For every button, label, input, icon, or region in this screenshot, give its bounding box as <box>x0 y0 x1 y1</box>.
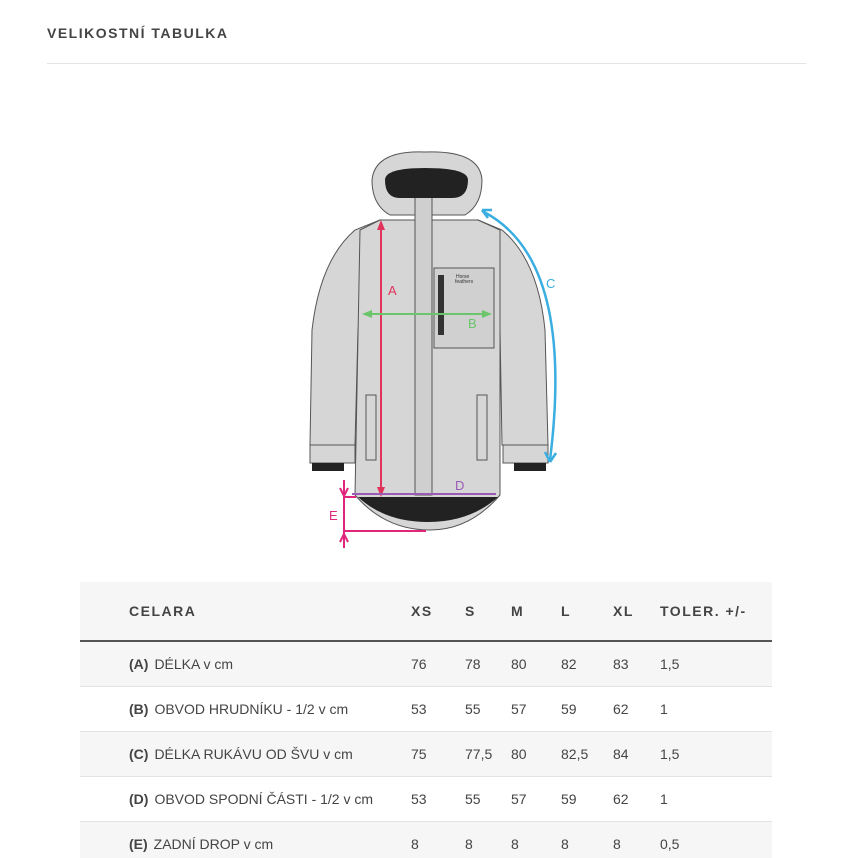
tolerance-value: 1,5 <box>659 731 772 777</box>
tolerance-value: 1 <box>659 686 772 732</box>
label-d: D <box>455 478 464 493</box>
size-value: 8 <box>410 821 464 858</box>
row-letter: (D) <box>129 791 149 807</box>
size-table: CELARA XS S M L XL TOLER. +/- (A) DÉLKA v… <box>80 582 772 858</box>
page-title: VELIKOSTNÍ TABULKA <box>47 25 229 41</box>
label-c: C <box>546 276 555 291</box>
tolerance-value: 1,5 <box>659 641 772 687</box>
size-value: 84 <box>612 731 659 777</box>
row-label: (B) OBVOD HRUDNÍKU - 1/2 v cm <box>80 686 410 732</box>
size-value: 76 <box>410 641 464 687</box>
row-label: (D) OBVOD SPODNÍ ČÁSTI - 1/2 v cm <box>80 776 410 822</box>
size-value: 82 <box>560 641 612 687</box>
size-value: 57 <box>510 686 560 732</box>
hem-lining <box>358 497 498 522</box>
size-value: 8 <box>464 821 510 858</box>
size-value: 82,5 <box>560 731 612 777</box>
size-value: 62 <box>612 686 659 732</box>
col-header-s: S <box>464 582 510 642</box>
col-header-garment: CELARA <box>80 582 410 642</box>
size-value: 8 <box>612 821 659 858</box>
row-name: OBVOD HRUDNÍKU - 1/2 v cm <box>154 701 349 717</box>
size-value: 55 <box>464 776 510 822</box>
size-value: 53 <box>410 776 464 822</box>
measure-c <box>481 208 558 463</box>
hood-lining <box>385 168 468 198</box>
size-value: 8 <box>510 821 560 858</box>
tolerance-value: 0,5 <box>659 821 772 858</box>
measure-a <box>377 220 385 497</box>
size-value: 80 <box>510 641 560 687</box>
label-a: A <box>388 283 397 298</box>
label-b: B <box>468 316 477 331</box>
size-value: 8 <box>560 821 612 858</box>
size-value: 62 <box>612 776 659 822</box>
col-header-xl: XL <box>612 582 659 642</box>
divider <box>47 63 806 64</box>
logo: feathers <box>455 279 474 285</box>
size-value: 77,5 <box>464 731 510 777</box>
row-name: DÉLKA v cm <box>154 656 234 672</box>
jacket-diagram: Horse feathers A B C D E <box>309 151 558 548</box>
size-value: 75 <box>410 731 464 777</box>
size-value: 55 <box>464 686 510 732</box>
row-letter: (E) <box>129 836 148 852</box>
measure-b <box>362 310 492 318</box>
row-letter: (B) <box>129 701 149 717</box>
size-value: 80 <box>510 731 560 777</box>
size-value: 78 <box>464 641 510 687</box>
size-value: 53 <box>410 686 464 732</box>
size-value: 59 <box>560 776 612 822</box>
size-value: 57 <box>510 776 560 822</box>
col-header-tolerance: TOLER. +/- <box>659 582 772 642</box>
col-header-m: M <box>510 582 560 642</box>
row-label: (E) ZADNÍ DROP v cm <box>80 821 410 858</box>
row-label: (A) DÉLKA v cm <box>80 641 410 687</box>
row-letter: (C) <box>129 746 149 762</box>
row-name: DÉLKA RUKÁVU OD ŠVU v cm <box>154 746 353 762</box>
size-value: 83 <box>612 641 659 687</box>
row-label: (C) DÉLKA RUKÁVU OD ŠVU v cm <box>80 731 410 777</box>
row-letter: (A) <box>129 656 149 672</box>
row-name: ZADNÍ DROP v cm <box>153 836 274 852</box>
table-header: CELARA XS S M L XL TOLER. +/- <box>80 582 772 642</box>
logo: Horse <box>456 274 470 280</box>
size-value: 59 <box>560 686 612 732</box>
col-header-xs: XS <box>410 582 464 642</box>
row-name: OBVOD SPODNÍ ČÁSTI - 1/2 v cm <box>154 791 374 807</box>
label-e: E <box>329 508 338 523</box>
col-header-l: L <box>560 582 612 642</box>
measure-e <box>339 480 426 548</box>
tolerance-value: 1 <box>659 776 772 822</box>
